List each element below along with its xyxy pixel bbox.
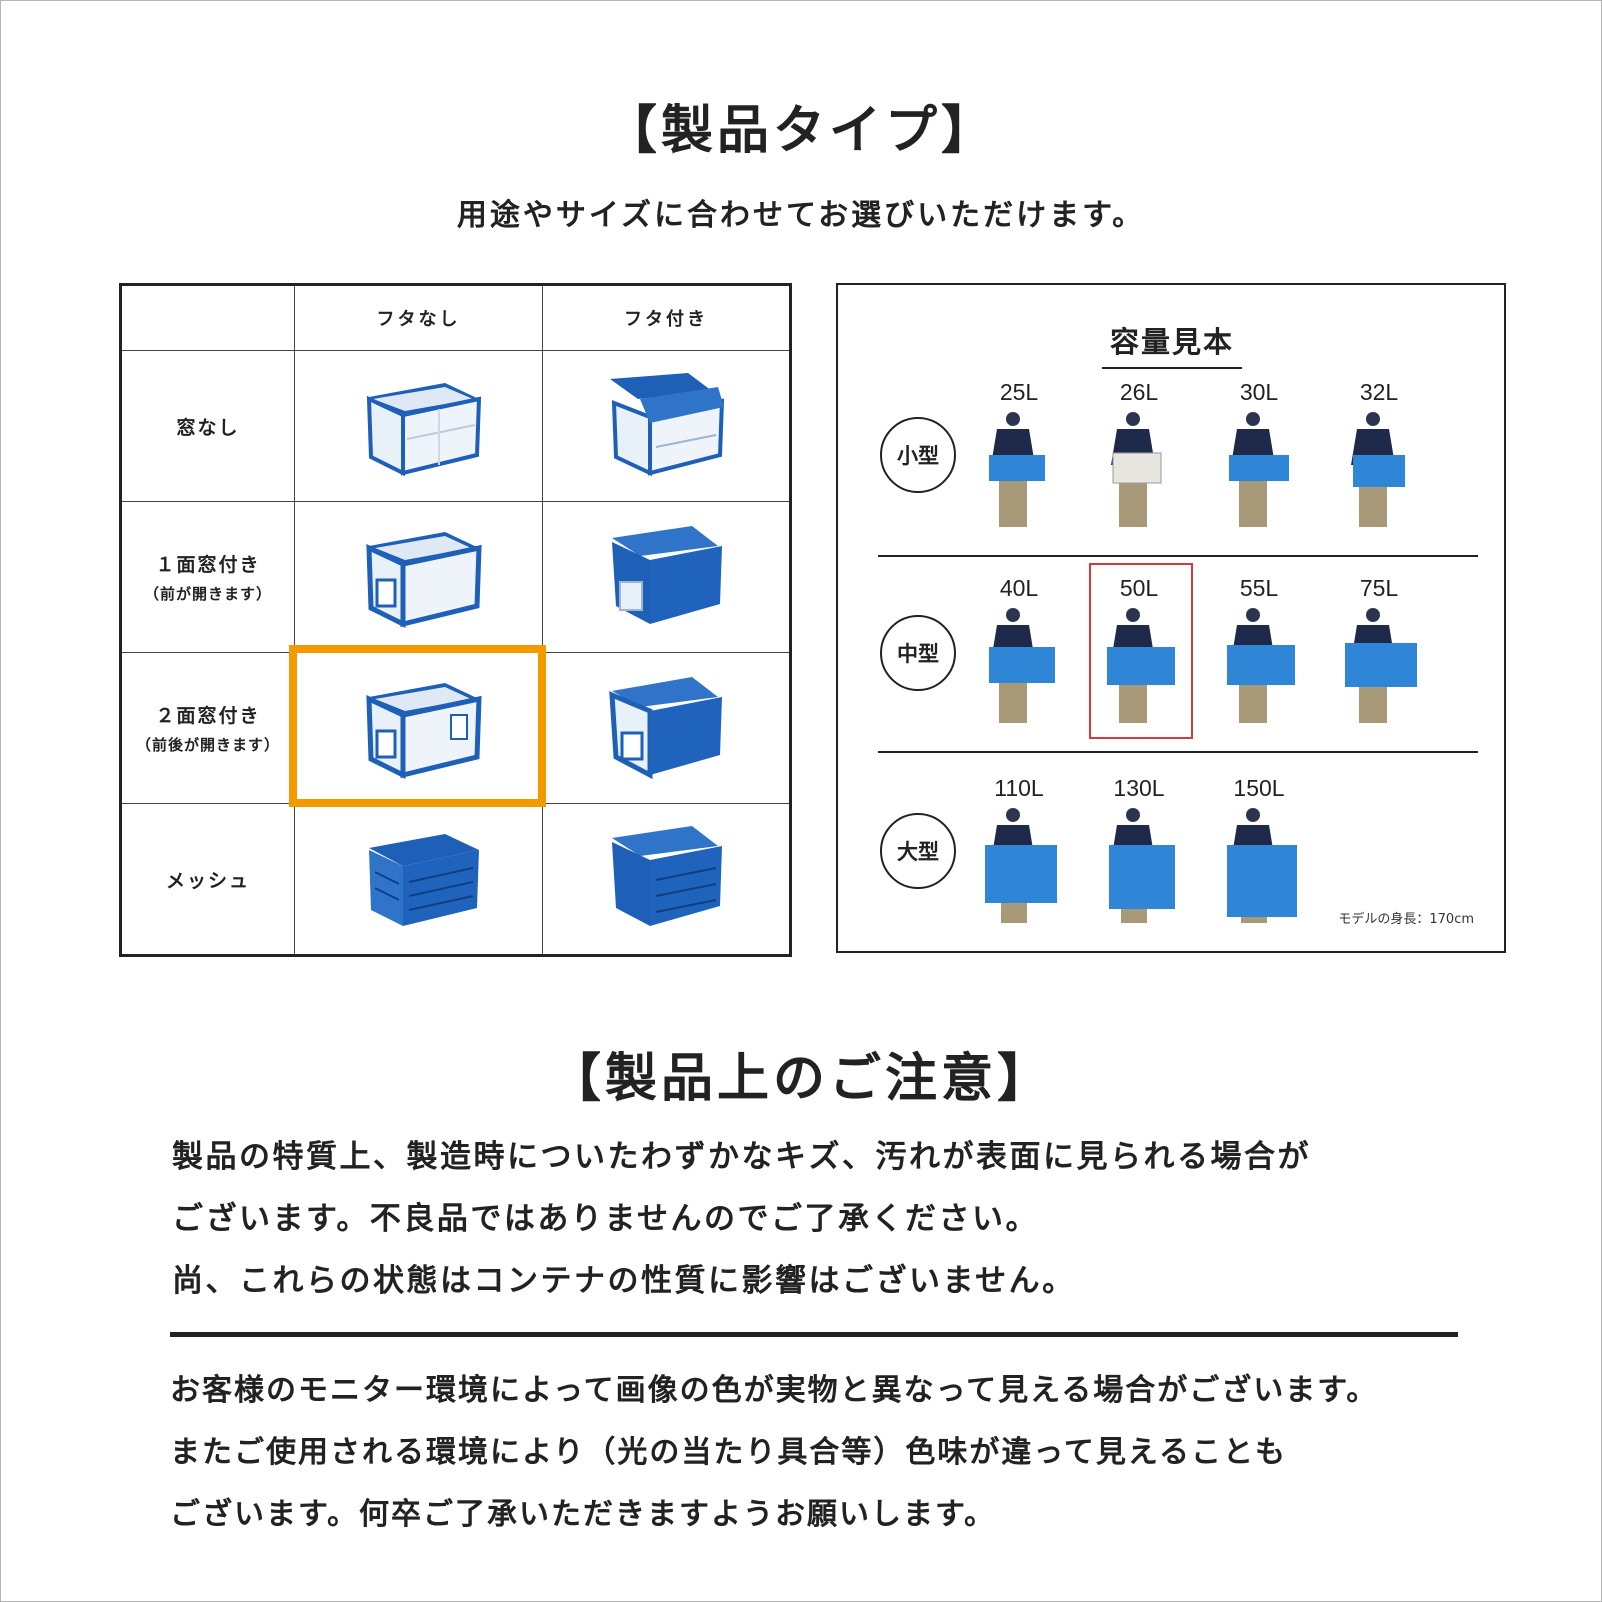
- capacity-label: 110L: [994, 775, 1044, 801]
- container-clear-window-image: [365, 532, 482, 629]
- table-row: １面窓付き （前が開きます）: [120, 501, 791, 653]
- capacity-item-75l[interactable]: 75L: [1324, 575, 1434, 733]
- capacity-item-150l[interactable]: 150L: [1204, 775, 1314, 933]
- capacity-panel: 容量見本 小型 25L 26L 30L 32L: [836, 283, 1506, 953]
- col-header-no-lid: フタなし: [294, 284, 543, 351]
- capacity-label: 150L: [1233, 775, 1285, 801]
- container-clear-lid-image: [610, 373, 725, 477]
- capacity-item-32l[interactable]: 32L: [1324, 379, 1434, 537]
- product-types-title: 【製品タイプ】: [604, 101, 997, 161]
- size-badge-medium: 中型: [880, 615, 956, 691]
- notes-line: ございます。何卒ご了承いただきますようお願いします。: [170, 1497, 996, 1532]
- product-image-two-window-no-lid-selected[interactable]: [289, 645, 546, 807]
- product-image-one-window-with-lid[interactable]: [542, 501, 791, 653]
- capacity-divider: [878, 751, 1478, 753]
- capacity-item-110l[interactable]: 110L: [964, 775, 1074, 933]
- notes-paragraph-2: お客様のモニター環境によって画像の色が実物と異なって見える場合がございます。 ま…: [170, 1360, 1378, 1546]
- capacity-label: 55L: [1239, 575, 1279, 601]
- model-holding-container-icon: [1229, 412, 1289, 527]
- row-label-no-window: 窓なし: [120, 350, 295, 502]
- model-holding-container-icon: [1227, 608, 1295, 723]
- table-corner: [120, 284, 295, 351]
- capacity-item-40l[interactable]: 40L: [964, 575, 1074, 733]
- col-header-with-lid: フタ付き: [542, 284, 791, 351]
- row-label-one-window: １面窓付き （前が開きます）: [120, 501, 295, 653]
- size-badge-small: 小型: [880, 417, 956, 493]
- capacity-item-26l[interactable]: 26L: [1084, 379, 1194, 537]
- capacity-label: 40L: [999, 575, 1039, 601]
- notes-line: またご使用される環境により（光の当たり具合等）色味が違って見えることも: [170, 1435, 1287, 1470]
- container-clear-image: [366, 383, 481, 477]
- capacity-label: 130L: [1113, 775, 1165, 801]
- capacity-label: 50L: [1119, 575, 1159, 601]
- capacity-row-medium: 中型 40L 50L 55L 75L: [878, 563, 1478, 739]
- capacity-item-50l-selected[interactable]: 50L: [1084, 563, 1194, 739]
- capacity-item-55l[interactable]: 55L: [1204, 575, 1314, 733]
- table-row: ２面窓付き （前後が開きます）: [120, 645, 791, 807]
- capacity-item-30l[interactable]: 30L: [1204, 379, 1314, 537]
- model-holding-container-icon: [1111, 412, 1162, 527]
- row-label-text: 窓なし: [176, 416, 240, 439]
- model-holding-container-icon: [1109, 808, 1175, 923]
- product-image-mesh-with-lid[interactable]: [542, 803, 791, 956]
- notes-title: 【製品上のご注意】: [548, 1049, 1053, 1109]
- product-image-mesh-no-lid[interactable]: [294, 803, 543, 956]
- container-mesh-lid-image: [612, 826, 722, 926]
- capacity-row-large: 大型 110L 130L 150L: [878, 775, 1478, 935]
- product-image-no-window-with-lid[interactable]: [542, 350, 791, 502]
- product-image-no-window-no-lid[interactable]: [294, 350, 543, 502]
- notes-line: ございます。不良品ではありませんのでご了承ください。: [172, 1201, 1039, 1237]
- model-holding-container-icon: [989, 412, 1045, 527]
- row-label-text: メッシュ: [165, 869, 250, 892]
- model-holding-container-icon: [1227, 808, 1297, 923]
- capacity-label: 25L: [999, 379, 1039, 405]
- capacity-item-25l[interactable]: 25L: [964, 379, 1074, 537]
- size-badge-large: 大型: [880, 813, 956, 889]
- model-holding-container-icon: [1345, 608, 1417, 723]
- product-image-one-window-no-lid[interactable]: [294, 501, 543, 653]
- table-row: 窓なし: [120, 350, 791, 502]
- model-height-note: モデルの身長：170cm: [1338, 912, 1474, 927]
- capacity-row-small: 小型 25L 26L 30L 32L: [878, 379, 1478, 539]
- capacity-item-130l[interactable]: 130L: [1084, 775, 1194, 933]
- notes-line: お客様のモニター環境によって画像の色が実物と異なって見える場合がございます。: [170, 1373, 1379, 1408]
- model-holding-container-icon: [1107, 608, 1175, 723]
- product-types-subtitle: 用途やサイズに合わせてお選びいただけます。: [456, 198, 1146, 233]
- capacity-label: 75L: [1359, 575, 1399, 601]
- model-holding-container-icon: [1351, 412, 1405, 527]
- row-label-text: １面窓付き: [155, 554, 261, 576]
- capacity-divider: [878, 555, 1478, 557]
- model-holding-container-icon: [985, 808, 1057, 923]
- capacity-label: 30L: [1239, 379, 1279, 405]
- model-holding-container-icon: [989, 608, 1055, 723]
- capacity-label: 26L: [1119, 379, 1159, 405]
- capacity-label: 32L: [1359, 379, 1399, 405]
- row-label-subtext: （前が開きます）: [143, 585, 272, 603]
- container-mesh-image: [368, 834, 479, 926]
- container-two-window-image: [365, 683, 482, 780]
- row-label-mesh: メッシュ: [120, 803, 295, 956]
- product-image-two-window-with-lid[interactable]: [542, 652, 791, 804]
- notes-line: 製品の特質上、製造時についたわずかなキズ、汚れが表面に見られる場合が: [172, 1139, 1311, 1175]
- container-window-lid-image: [612, 526, 722, 624]
- row-label-subtext: （前後が開きます）: [135, 736, 280, 754]
- row-label-text: ２面窓付き: [155, 705, 261, 727]
- notes-paragraph-1: 製品の特質上、製造時についたわずかなキズ、汚れが表面に見られる場合が ございます…: [172, 1126, 1311, 1312]
- notes-line: 尚、これらの状態はコンテナの性質に影響はございません。: [172, 1263, 1076, 1299]
- section-divider: [170, 1332, 1458, 1337]
- container-two-window-lid-image: [609, 677, 722, 780]
- table-row: メッシュ: [120, 803, 791, 956]
- row-label-two-window: ２面窓付き （前後が開きます）: [120, 652, 295, 804]
- product-type-table: フタなし フタ付き 窓なし: [119, 283, 792, 957]
- capacity-title: 容量見本: [1102, 319, 1242, 369]
